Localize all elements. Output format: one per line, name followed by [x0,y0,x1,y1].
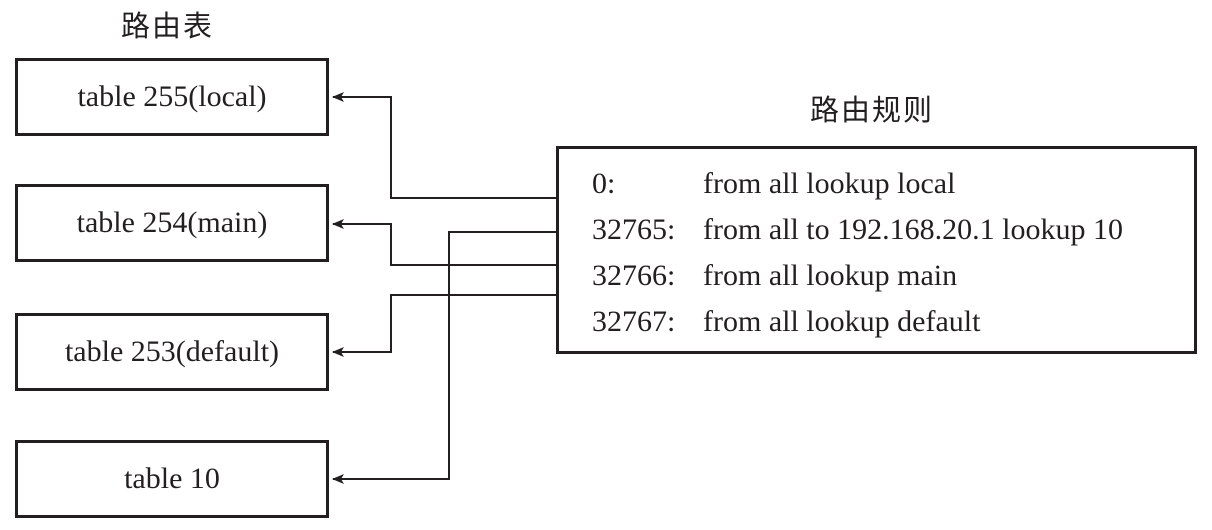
rule-priority: 32766: [592,259,676,292]
rule-priority: 0: [592,167,616,200]
table-box-local: table 255(local) [15,58,329,136]
table-box-default: table 253(default) [15,313,329,391]
connector-arrow [332,219,556,266]
table-box-main: table 254(main) [15,184,329,262]
rule-selector: from all lookup main [703,259,958,292]
rule-selector: from all lookup default [703,305,981,338]
table-label: table 253(default) [64,335,280,368]
table-box-10: table 10 [15,440,329,518]
rule-priority: 32765: [592,213,676,246]
table-label: table 10 [124,462,220,495]
rule-selector: from all to 192.168.20.1 lookup 10 [703,213,1123,246]
connector-arrow [332,294,556,357]
table-label: table 255(local) [77,80,267,113]
connector-arrow [332,231,556,484]
connector-arrow [332,92,556,199]
table-label: table 254(main) [76,206,268,239]
rule-selector: from all lookup local [703,167,956,200]
routing-tables-title: 路由表 [121,9,215,43]
rule-priority: 32767: [592,305,676,338]
routing-rules-box: 0: from all lookup local 32765: from all… [556,146,1197,354]
routing-rules-title: 路由规则 [810,93,935,127]
